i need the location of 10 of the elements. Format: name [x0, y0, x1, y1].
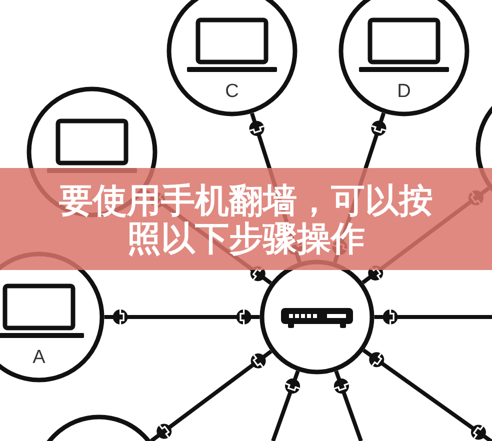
connector-line [104, 308, 260, 326]
connector-line [374, 308, 492, 326]
node-label: C [224, 81, 240, 103]
connector-line [333, 370, 363, 441]
connector-line [271, 370, 301, 441]
title-banner: 要使用手机翻墙，可以按照以下步骤操作 [0, 168, 492, 270]
node-label: A [32, 347, 46, 369]
node-label: D [396, 81, 412, 103]
connector-line [362, 348, 492, 441]
connector-line [150, 350, 272, 441]
